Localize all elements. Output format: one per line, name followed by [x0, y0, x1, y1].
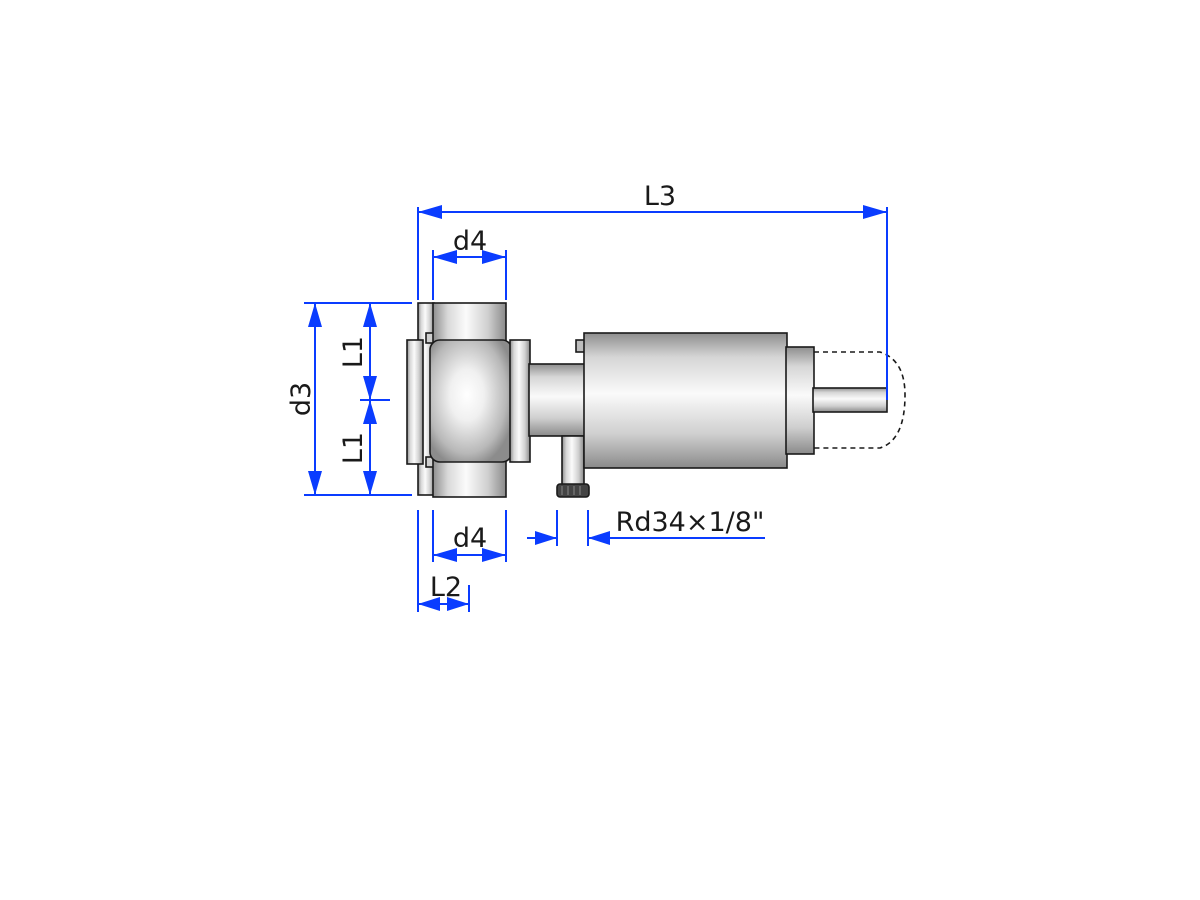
- pneumatic-actuator-icon: [583, 332, 906, 469]
- actuator-end-cap: [785, 346, 815, 455]
- label-L3: L3: [644, 181, 676, 212]
- label-d4-top: d4: [453, 226, 487, 257]
- dim-L1: L1 L1: [338, 302, 405, 496]
- dim-d4-bottom: d4: [432, 510, 507, 562]
- flange-clamp: [406, 339, 424, 465]
- actuator-cylinder: [583, 332, 788, 469]
- neck-tube: [528, 363, 586, 437]
- label-L2: L2: [430, 572, 462, 603]
- stroke-envelope-icon: [814, 351, 906, 449]
- air-connector-icon: [556, 483, 590, 498]
- label-d3: d3: [286, 382, 317, 416]
- dim-d3: d3: [286, 302, 412, 496]
- label-L1-upper: L1: [338, 336, 369, 368]
- dim-connection-thread: Rd34×1/8": [527, 507, 765, 546]
- label-d4-bottom: d4: [453, 523, 487, 554]
- valve-body: [406, 302, 590, 498]
- dim-d4-top: d4: [432, 226, 507, 300]
- dim-L3: L3: [417, 181, 888, 400]
- dim-L2: L2: [417, 510, 470, 612]
- air-connection-pipe: [561, 435, 585, 487]
- label-connection-thread: Rd34×1/8": [616, 507, 765, 538]
- label-L1-lower: L1: [338, 432, 369, 464]
- body-outlet-flange: [509, 339, 531, 463]
- indicator-rod: [812, 387, 888, 413]
- body-sphere: [429, 339, 513, 463]
